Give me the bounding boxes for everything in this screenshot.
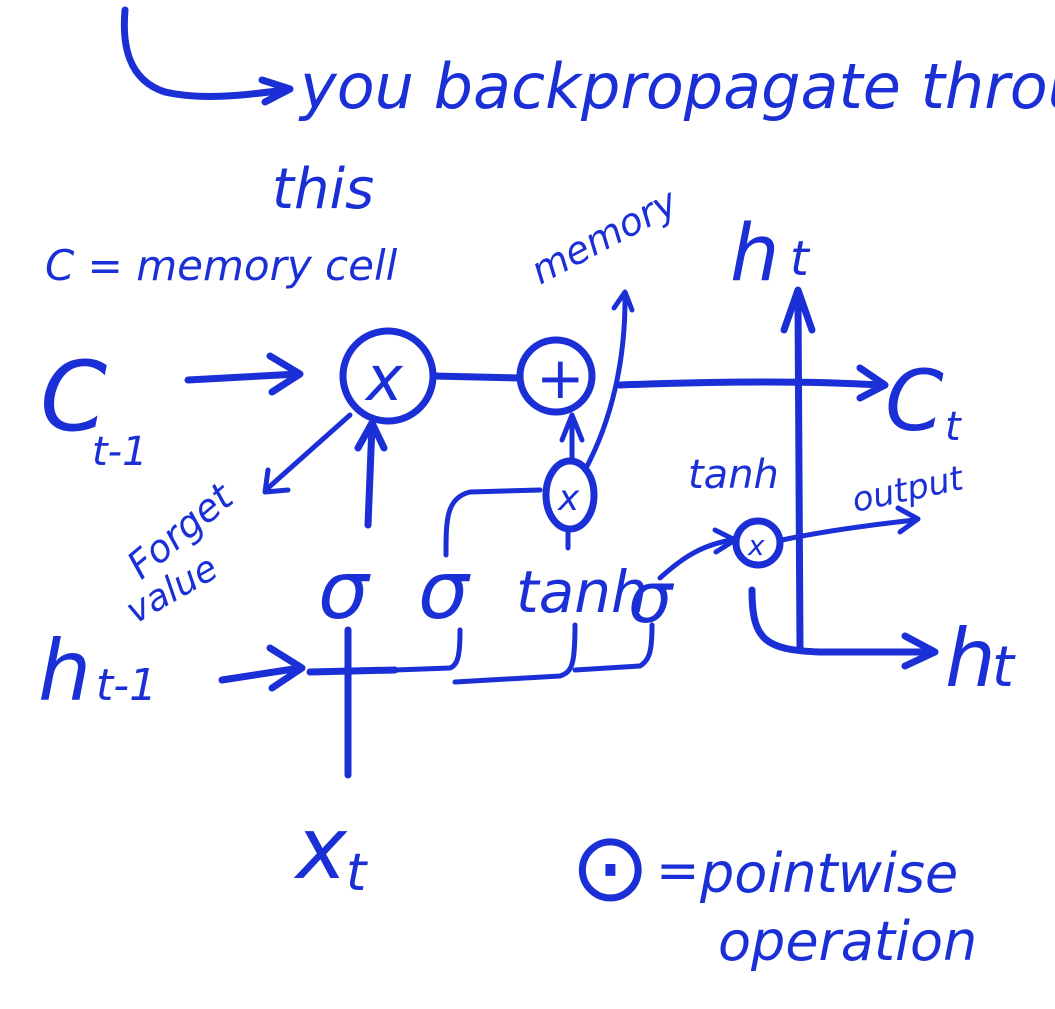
sigma1-up-head bbox=[354, 419, 388, 452]
ht-vertical-head bbox=[780, 286, 816, 334]
forget-arrow-head bbox=[262, 467, 291, 495]
ht-vertical-up bbox=[794, 296, 804, 652]
plus-to-ct-head bbox=[856, 364, 889, 402]
c-prev-label: C bbox=[40, 341, 107, 453]
plus-to-ct bbox=[616, 378, 884, 389]
memory-curve bbox=[582, 297, 628, 473]
xt-subscript: t bbox=[346, 843, 368, 903]
multiply-gate-symbol: x bbox=[364, 342, 404, 415]
c-prev-subscript: t-1 bbox=[92, 429, 148, 475]
outmult-to-ht-head bbox=[901, 632, 939, 670]
bus-to-sigma2 bbox=[392, 627, 463, 673]
sigma-out-head bbox=[712, 527, 738, 555]
output-multiply-gate bbox=[732, 517, 784, 569]
sigma-input: σ bbox=[418, 544, 471, 637]
pointwise-line-1: pointwise bbox=[699, 842, 958, 905]
bus-to-sigma-out bbox=[572, 622, 655, 673]
hprev-arrow bbox=[218, 664, 304, 684]
ht-right-subscript: t bbox=[992, 635, 1016, 700]
junction-horizontal bbox=[306, 666, 399, 676]
mult-to-plus bbox=[430, 372, 524, 382]
tanh-output-label: tanh bbox=[688, 452, 779, 498]
header-line-3: memory bbox=[524, 179, 685, 293]
ht-top-label: h bbox=[730, 209, 779, 299]
ct-subscript: t bbox=[945, 404, 962, 450]
cprev-arrowhead bbox=[266, 352, 304, 396]
ht-right-label: h bbox=[945, 612, 996, 705]
input-multiply-symbol: x bbox=[557, 478, 580, 519]
output-arrow bbox=[779, 517, 918, 543]
ct-label: C bbox=[885, 352, 944, 450]
hprev-label: h bbox=[38, 622, 91, 720]
bus-to-tanh bbox=[452, 622, 578, 685]
memory-curve-head bbox=[611, 289, 635, 313]
inputmult-to-plus-head bbox=[559, 412, 585, 443]
hook-stroke bbox=[120, 6, 289, 100]
sigma-out-to-outmult bbox=[657, 537, 735, 581]
header-line-1: you backpropagate through bbox=[298, 50, 1055, 123]
pointwise-eq: = bbox=[656, 841, 700, 901]
outmult-to-ht bbox=[748, 586, 934, 656]
ht-top-subscript: t bbox=[790, 231, 811, 287]
hprev-subscript: t-1 bbox=[96, 660, 157, 711]
pointwise-line-2: operation bbox=[718, 910, 977, 973]
pointwise-symbol: ⊙ bbox=[570, 811, 650, 923]
tanh-candidate: tanh bbox=[516, 558, 648, 626]
output-multiply-symbol: x bbox=[747, 529, 765, 562]
plus-gate-symbol: + bbox=[536, 344, 585, 412]
forget-arrow bbox=[265, 412, 353, 491]
sigma1-up bbox=[364, 421, 376, 529]
sigma-forget: σ bbox=[318, 544, 371, 637]
header-line-2: this bbox=[272, 157, 374, 222]
xt-label: x bbox=[293, 799, 348, 899]
hook-arrowhead bbox=[258, 76, 294, 106]
hprev-arrowhead bbox=[266, 644, 306, 692]
sigma2-to-inputmult bbox=[443, 487, 543, 558]
cprev-arrow bbox=[184, 370, 302, 384]
c-definition: C = memory cell bbox=[45, 241, 398, 290]
output-arrow-head bbox=[895, 505, 921, 535]
